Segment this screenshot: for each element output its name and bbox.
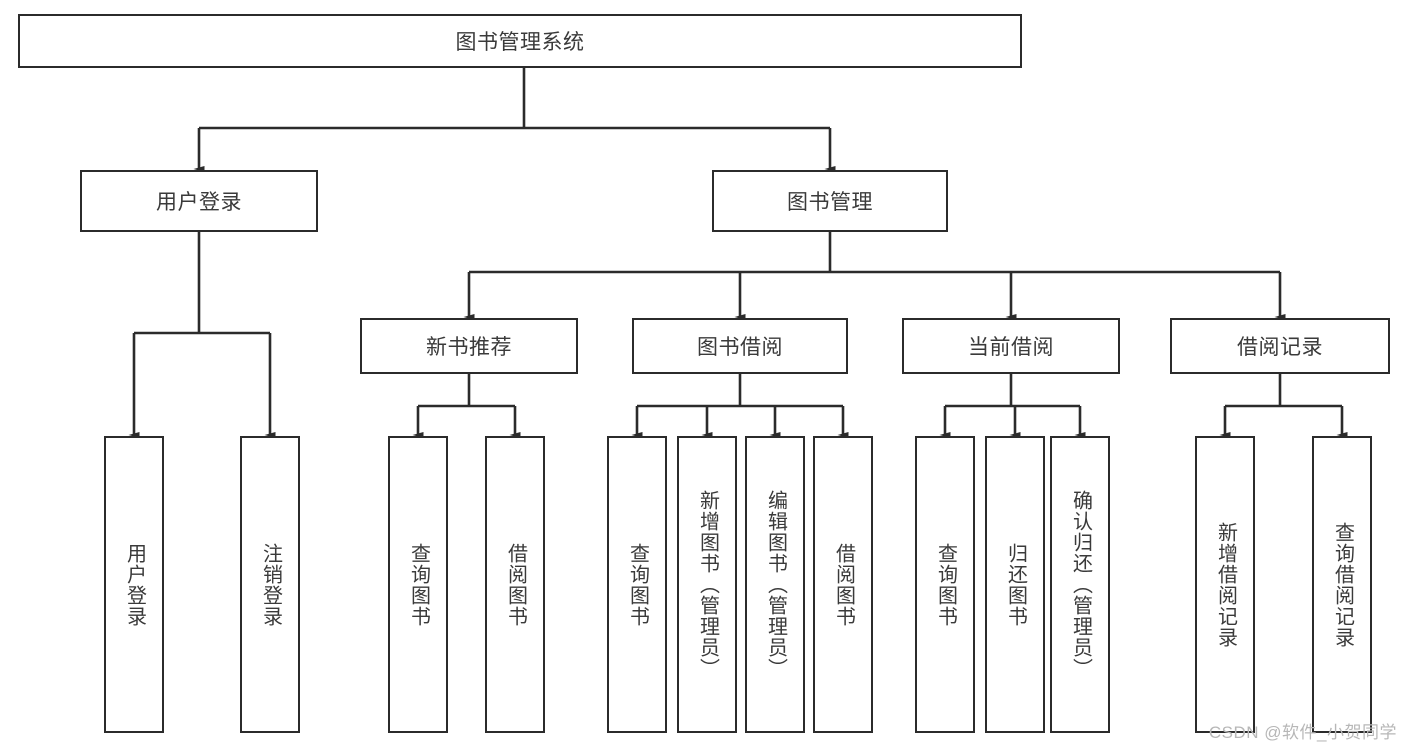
node-label: 借阅记录 xyxy=(1237,336,1323,359)
node-label: 查询借阅记录 xyxy=(1331,521,1354,648)
watermark: CSDN @软件_小贺同学 xyxy=(1208,723,1397,742)
node-label: 编辑图书（管理员） xyxy=(764,490,787,679)
node-label: 查询图书 xyxy=(626,542,649,627)
node-label: 注销登录 xyxy=(259,542,282,627)
edges-group xyxy=(128,68,1348,438)
node-label: 归还图书 xyxy=(1004,542,1027,627)
node-label: 当前借阅 xyxy=(968,336,1054,359)
node-leaf-add-book[interactable]: 新增图书（管理员） xyxy=(677,436,737,733)
node-user-login[interactable]: 用户登录 xyxy=(80,170,318,232)
node-book-manage[interactable]: 图书管理 xyxy=(712,170,948,232)
node-label: 借阅图书 xyxy=(504,542,527,627)
node-label: 用户登录 xyxy=(156,191,242,214)
node-leaf-query-book-1[interactable]: 查询图书 xyxy=(388,436,448,733)
node-leaf-query-book-2[interactable]: 查询图书 xyxy=(607,436,667,733)
node-leaf-confirm-return[interactable]: 确认归还（管理员） xyxy=(1050,436,1110,733)
node-leaf-borrow-book-1[interactable]: 借阅图书 xyxy=(485,436,545,733)
node-root[interactable]: 图书管理系统 xyxy=(18,14,1022,68)
node-label: 查询图书 xyxy=(934,542,957,627)
node-label: 确认归还（管理员） xyxy=(1069,490,1092,679)
node-label: 新增借阅记录 xyxy=(1214,521,1237,648)
node-leaf-user-login[interactable]: 用户登录 xyxy=(104,436,164,733)
node-leaf-query-book-3[interactable]: 查询图书 xyxy=(915,436,975,733)
node-label: 新书推荐 xyxy=(426,336,512,359)
node-new-book-recommend[interactable]: 新书推荐 xyxy=(360,318,578,374)
node-leaf-edit-book[interactable]: 编辑图书（管理员） xyxy=(745,436,805,733)
node-leaf-query-record[interactable]: 查询借阅记录 xyxy=(1312,436,1372,733)
node-label: 查询图书 xyxy=(407,542,430,627)
node-label: 新增图书（管理员） xyxy=(696,490,719,679)
node-book-borrow[interactable]: 图书借阅 xyxy=(632,318,848,374)
node-label: 图书管理系统 xyxy=(455,31,585,54)
node-label: 用户登录 xyxy=(123,542,146,627)
node-leaf-borrow-book-2[interactable]: 借阅图书 xyxy=(813,436,873,733)
node-borrow-record[interactable]: 借阅记录 xyxy=(1170,318,1390,374)
node-label: 图书管理 xyxy=(787,191,873,214)
node-leaf-logout[interactable]: 注销登录 xyxy=(240,436,300,733)
node-label: 图书借阅 xyxy=(697,336,783,359)
node-current-borrow[interactable]: 当前借阅 xyxy=(902,318,1120,374)
node-leaf-return-book[interactable]: 归还图书 xyxy=(985,436,1045,733)
node-label: 借阅图书 xyxy=(832,542,855,627)
node-leaf-add-record[interactable]: 新增借阅记录 xyxy=(1195,436,1255,733)
